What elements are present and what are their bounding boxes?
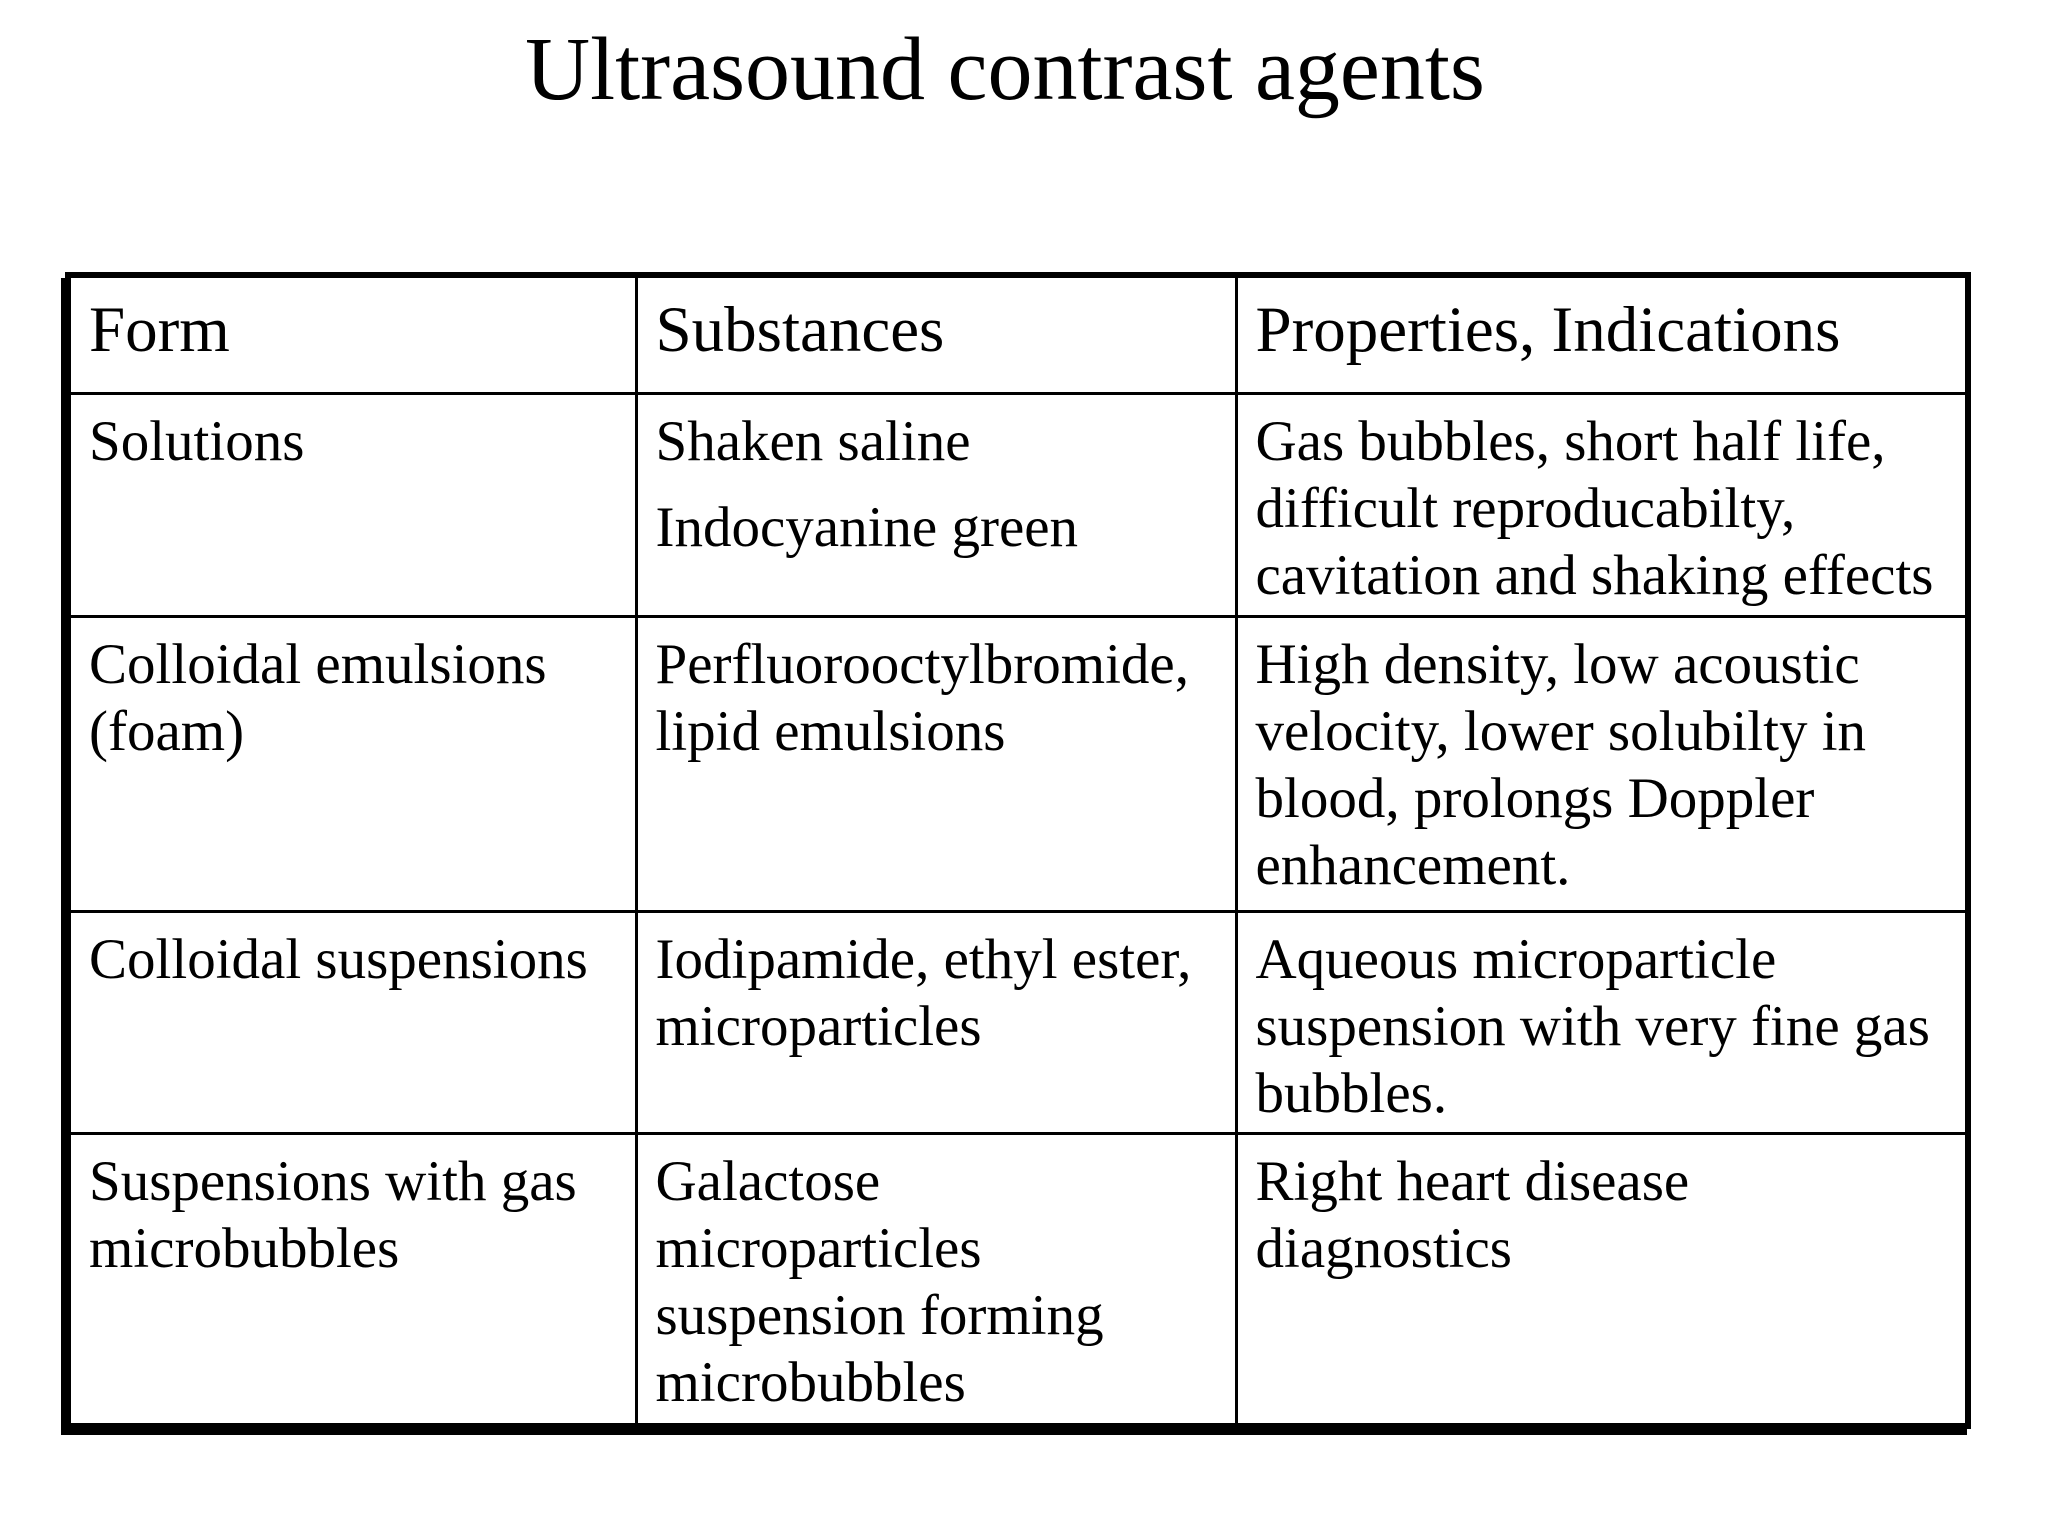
text-line: Right heart disease [1255, 1149, 1690, 1213]
cell-substances: Galactose microparticles suspension form… [634, 1131, 1238, 1428]
paragraph: Colloidal suspensions [89, 926, 621, 993]
table-row: Suspensions with gas microbubbles Galact… [66, 1131, 1970, 1428]
text-line: suspension with very fine gas [1255, 994, 1930, 1058]
table-row: Colloidal suspensions Iodipamide, ethyl … [66, 909, 1970, 1135]
text-line: microparticles [655, 1216, 982, 1280]
paragraph: Indocyanine green [656, 494, 1221, 561]
column-header-substances: Substances [634, 273, 1238, 395]
text-line: Colloidal suspensions [89, 927, 588, 991]
cell-form: Colloidal suspensions [66, 909, 638, 1135]
text-line: Indocyanine green [655, 495, 1079, 559]
table-row: Solutions Shaken saline Indocyanine gree… [66, 391, 1970, 618]
text-line: difficult reproducabilty, [1255, 476, 1796, 540]
table-row: Colloidal emulsions (foam) Perfluoroocty… [66, 614, 1970, 913]
paragraph: Solutions [89, 408, 621, 475]
column-header-properties-indications: Properties, Indications [1234, 273, 1970, 395]
paragraph: High density, low acoustic velocity, low… [1256, 631, 1952, 899]
paragraph: Colloidal emulsions (foam) [89, 631, 621, 765]
text-line: Suspensions with gas [89, 1149, 577, 1213]
paragraph: Galactose microparticles suspension form… [656, 1148, 1221, 1416]
text-line: microbubbles [89, 1216, 400, 1280]
text-line: (foam) [89, 699, 245, 763]
paragraph: Iodipamide, ethyl ester, microparticles [656, 926, 1221, 1060]
text-line: diagnostics [1255, 1216, 1512, 1280]
text-line: cavitation and shaking effects [1255, 543, 1934, 607]
text-line: velocity, lower solubilty in [1255, 699, 1867, 763]
paragraph: Right heart disease diagnostics [1256, 1148, 1952, 1282]
header-row: Form Substances Properties, Indications [66, 273, 1970, 395]
slide-title: Ultrasound contrast agents [525, 20, 1485, 119]
text-line: Solutions [89, 409, 305, 473]
paragraph: Shaken saline [656, 408, 1221, 475]
text-line: lipid emulsions [655, 699, 1006, 763]
text-line: suspension forming [655, 1283, 1104, 1347]
cell-properties: Aqueous microparticle suspension with ve… [1234, 909, 1970, 1135]
text-line: High density, low acoustic [1255, 632, 1860, 696]
cell-form: Colloidal emulsions (foam) [66, 614, 638, 913]
text-line: Colloidal emulsions [89, 632, 547, 696]
cell-form: Suspensions with gas microbubbles [66, 1131, 638, 1428]
text-line: bubbles. [1255, 1061, 1448, 1125]
cell-properties: High density, low acoustic velocity, low… [1234, 614, 1970, 913]
text-line: blood, prolongs Doppler [1255, 766, 1815, 830]
cell-properties: Right heart disease diagnostics [1234, 1131, 1970, 1428]
text-line: microparticles [655, 994, 982, 1058]
column-header-form: Form [66, 273, 638, 395]
cell-substances: Iodipamide, ethyl ester, microparticles [634, 909, 1238, 1135]
paragraph: Aqueous microparticle suspension with ve… [1256, 926, 1952, 1127]
text-line: microbubbles [655, 1350, 966, 1414]
text-line: Iodipamide, ethyl ester, [655, 927, 1192, 991]
paragraph: Perfluorooctylbromide, lipid emulsions [656, 631, 1221, 765]
paragraph: Suspensions with gas microbubbles [89, 1148, 621, 1282]
text-line: Shaken saline [655, 409, 971, 473]
cell-form: Solutions [66, 391, 638, 618]
text-line: Gas bubbles, short half life, [1255, 409, 1886, 473]
paragraph: Gas bubbles, short half life, difficult … [1256, 408, 1952, 609]
text-line: enhancement. [1255, 833, 1571, 897]
cell-properties: Gas bubbles, short half life, difficult … [1234, 391, 1970, 618]
contrast-agents-table: Form Substances Properties, Indications … [65, 272, 1971, 1429]
text-line: Aqueous microparticle [1255, 927, 1777, 991]
cell-substances: Perfluorooctylbromide, lipid emulsions [634, 614, 1238, 913]
cell-substances: Shaken saline Indocyanine green [634, 391, 1238, 618]
text-line: Galactose [655, 1149, 881, 1213]
text-line: Perfluorooctylbromide, [655, 632, 1189, 696]
